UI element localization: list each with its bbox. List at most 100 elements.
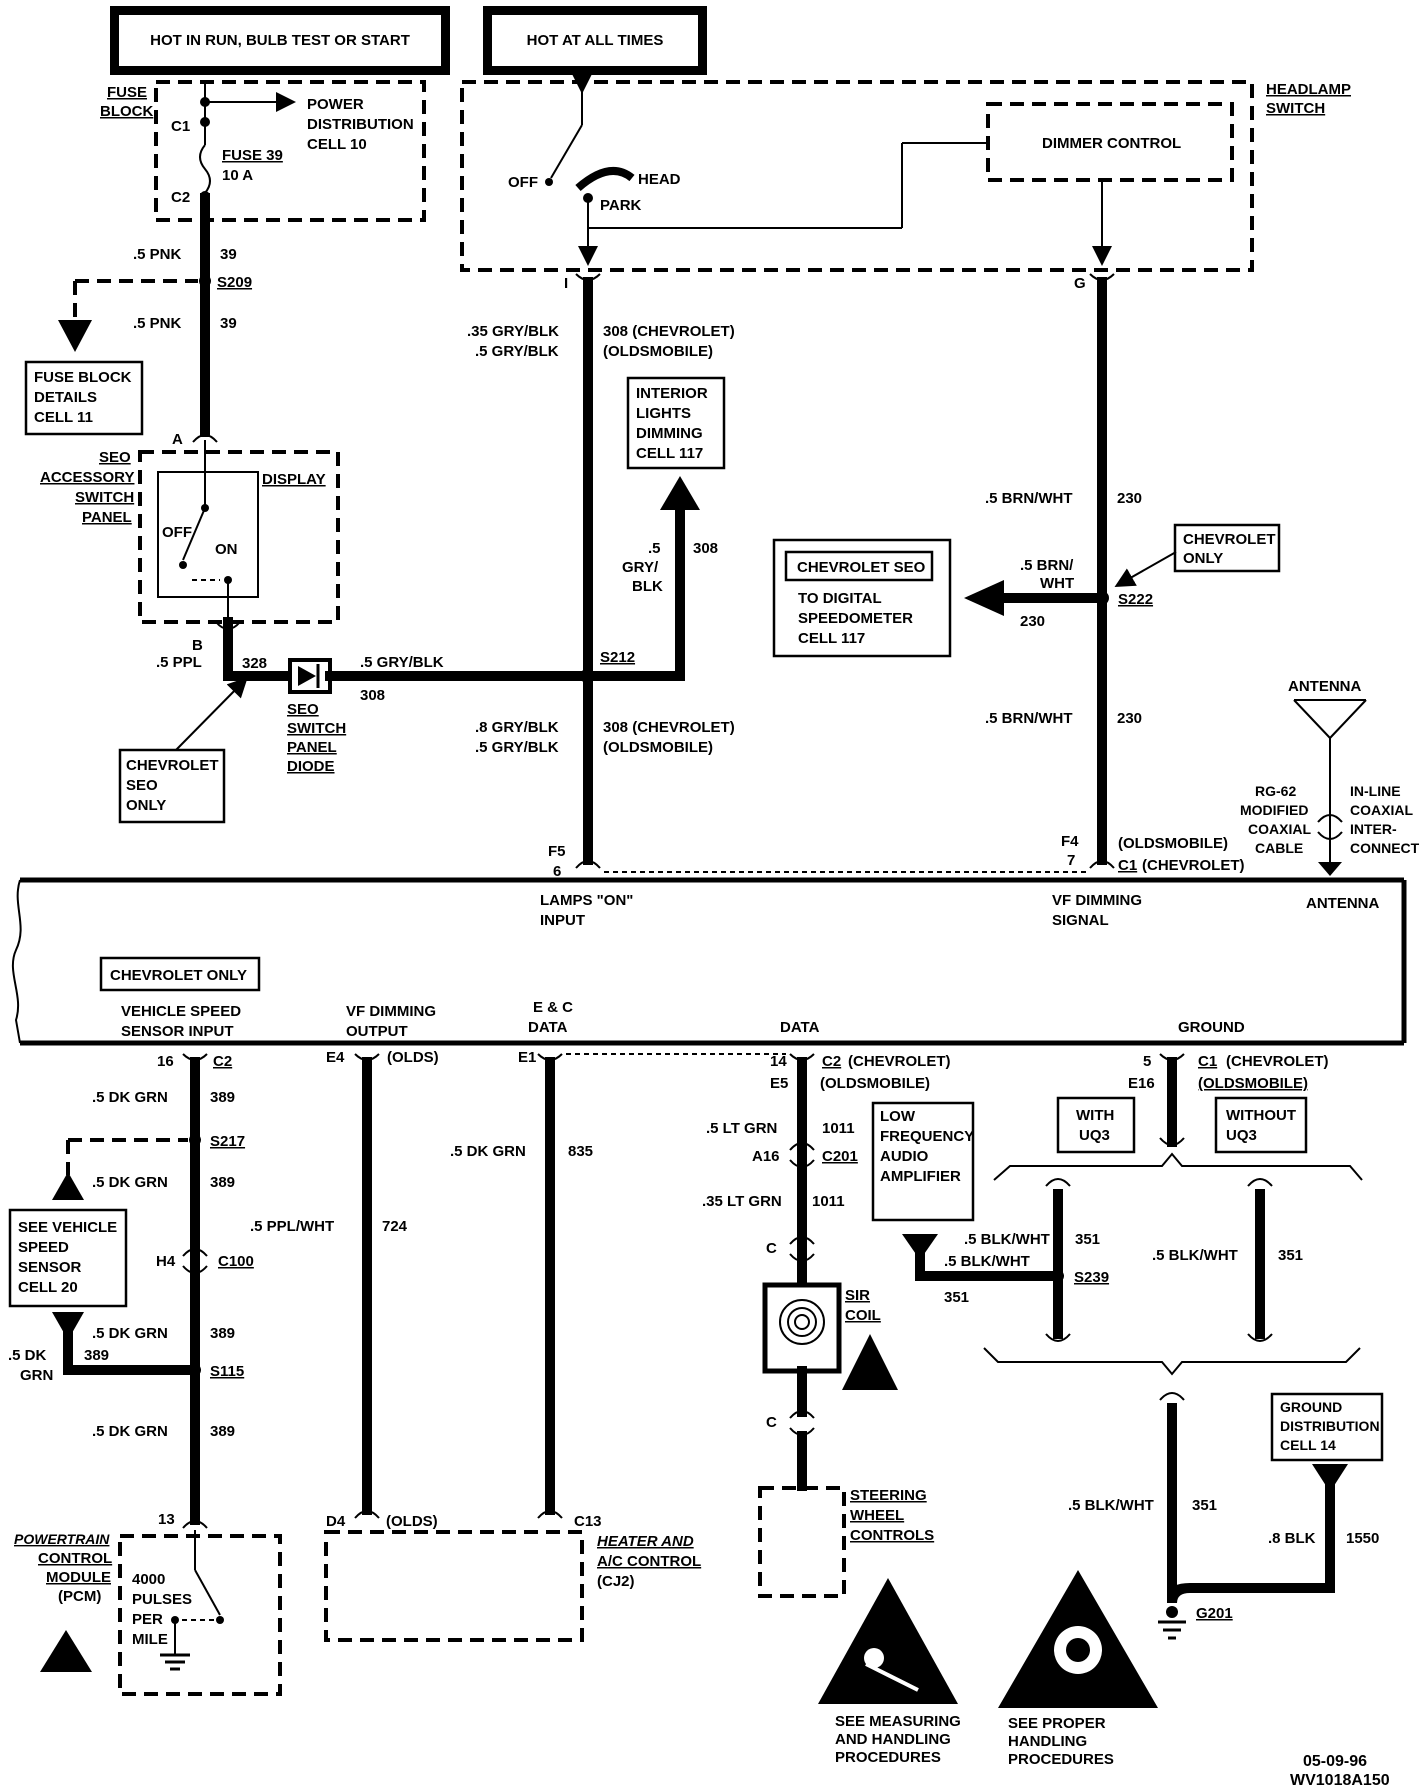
co-1: CHEVROLET xyxy=(1183,531,1276,548)
module-antenna: ANTENNA xyxy=(1306,895,1379,912)
gnd-c1: C1 xyxy=(1198,1053,1217,1070)
vss-in-1: VEHICLE SPEED xyxy=(121,1003,241,1020)
splice-s222: S222 xyxy=(1118,591,1153,608)
vss-p13: 13 xyxy=(158,1511,175,1528)
vss-s4: CELL 20 xyxy=(18,1279,78,1296)
fuse-block-label-1: FUSE xyxy=(107,84,147,101)
see-vss-box xyxy=(8,1208,128,1308)
hl-head: HEAD xyxy=(638,171,681,188)
seo-accessory-switch-panel: A SEO ACCESSORY SWITCH PANEL DISPLAY OFF… xyxy=(40,431,340,654)
pin-a: A xyxy=(172,431,183,448)
ground-g201: G201 xyxy=(1196,1605,1233,1622)
right-w3b: 230 xyxy=(1117,710,1142,727)
splice-s239: S239 xyxy=(1074,1269,1109,1286)
wire-pnk-2: .5 PNK xyxy=(133,315,182,332)
interior-lights-box xyxy=(626,376,726,470)
wire-gry-blk-num: 308 xyxy=(360,687,385,704)
vss-dk1: .5 DK xyxy=(8,1347,47,1364)
vfo-e4: E4 xyxy=(326,1049,345,1066)
vss-w3b: 389 xyxy=(210,1325,235,1342)
header-hot-at-all-times-text: HOT AT ALL TIMES xyxy=(526,32,664,49)
right-w3a: .5 BRN/WHT xyxy=(985,710,1073,727)
gnd-wd2: 351 xyxy=(1192,1497,1217,1514)
right-w2a: .5 BRN/ xyxy=(1020,557,1074,574)
note-seo: SEO xyxy=(126,777,158,794)
lf-1: LOW xyxy=(880,1108,916,1125)
wo-2: UQ3 xyxy=(1226,1127,1257,1144)
gnd-wr1: .5 BLK/WHT xyxy=(1152,1247,1238,1264)
vf-signal-1: VF DIMMING xyxy=(1052,892,1142,909)
lamps-on-2: INPUT xyxy=(540,912,585,929)
vss-w2b: 389 xyxy=(210,1174,235,1191)
with-1: WITH xyxy=(1076,1107,1114,1124)
g-1: .5 xyxy=(648,540,661,557)
vss-w4b: 389 xyxy=(210,1423,235,1440)
vss-w2a: .5 DK GRN xyxy=(92,1174,168,1191)
seo-panel-2: ACCESSORY xyxy=(40,469,134,486)
il-4: CELL 117 xyxy=(636,445,703,462)
vfo-wb: 724 xyxy=(382,1218,408,1235)
data-w1b: 1011 xyxy=(822,1120,855,1137)
right-w1a: .5 BRN/WHT xyxy=(985,490,1073,507)
g-3: BLK xyxy=(632,578,663,595)
mid-b3: 308 (CHEVROLET) xyxy=(603,719,735,736)
vss-c2: C2 xyxy=(213,1053,232,1070)
splice-s217: S217 xyxy=(210,1133,245,1150)
vss-w1a: .5 DK GRN xyxy=(92,1089,168,1106)
diode-label-3: PANEL xyxy=(287,739,337,756)
lf-4: AMPLIFIER xyxy=(880,1168,961,1185)
gnd-wa1: .5 BLK/WHT xyxy=(964,1231,1050,1248)
power-dist-2: DISTRIBUTION xyxy=(307,116,414,133)
header-hot-at-all-times: HOT AT ALL TIMES xyxy=(483,6,707,75)
seo-panel-4: PANEL xyxy=(82,509,132,526)
in-3: INTER- xyxy=(1350,821,1397,837)
sp-2: SPEEDOMETER xyxy=(798,610,913,627)
headlamp-2: SWITCH xyxy=(1266,100,1325,117)
esd-warning-icon xyxy=(40,1630,92,1672)
vss-s3: SENSOR xyxy=(18,1259,82,1276)
sir-2: COIL xyxy=(845,1307,881,1324)
seo-off: OFF xyxy=(162,524,192,541)
headlamp-switch: HEADLAMP SWITCH DIMMER CONTROL OFF HEAD … xyxy=(460,74,1351,292)
gnd-bk1: .8 BLK xyxy=(1268,1530,1316,1547)
sp-3: CELL 117 xyxy=(798,630,865,647)
data-c-b: C xyxy=(766,1414,777,1431)
fuse-block-details-box xyxy=(24,360,144,436)
seo-panel-1: SEO xyxy=(99,449,131,466)
seo-title: CHEVROLET SEO xyxy=(797,559,926,576)
rg-4: CABLE xyxy=(1255,840,1303,856)
ecd-h2: A/C CONTROL xyxy=(597,1553,701,1570)
fuse-block: FUSE BLOCK C1 C2 FUSE 39 10 A POWER DIST… xyxy=(100,80,426,222)
fuse-details-3: CELL 11 xyxy=(34,409,93,426)
without-uq3-box xyxy=(1214,1096,1308,1154)
chevrolet-seo-only-note xyxy=(118,748,226,824)
mid-b4: (OLDSMOBILE) xyxy=(603,739,713,756)
il-3: DIMMING xyxy=(636,425,703,442)
ground-distribution-box xyxy=(1270,1392,1384,1462)
rg-3: COAXIAL xyxy=(1248,821,1311,837)
gnd-wc: 351 xyxy=(944,1289,969,1306)
data-chev: (CHEVROLET) xyxy=(848,1053,951,1070)
note-only: ONLY xyxy=(126,797,166,814)
vfo-2: OUTPUT xyxy=(346,1023,408,1040)
fuse-39: FUSE 39 xyxy=(222,147,283,164)
lf-3: AUDIO xyxy=(880,1148,929,1165)
vss-s2: SPEED xyxy=(18,1239,69,1256)
mid-a3: .8 GRY/BLK xyxy=(475,719,559,736)
pcm-4: (PCM) xyxy=(58,1588,101,1605)
wire-pnk-2-num: 39 xyxy=(220,315,237,332)
diode-label-1: SEO xyxy=(287,701,319,718)
pin-f4: F4 xyxy=(1061,833,1079,850)
footer-code: WV1018A150 xyxy=(1290,1772,1390,1788)
pu-3: PER xyxy=(132,1611,163,1628)
r-olds: (OLDSMOBILE) xyxy=(1118,835,1228,852)
right-w2c: 230 xyxy=(1020,613,1045,630)
seo-panel-3: SWITCH xyxy=(75,489,134,506)
pcm-2: CONTROL xyxy=(38,1550,112,1567)
ec-1: E & C xyxy=(533,999,573,1016)
vfo-olds2: (OLDS) xyxy=(386,1513,438,1530)
gnd-olds: (OLDSMOBILE) xyxy=(1198,1075,1308,1092)
heater-ac-control-box xyxy=(324,1530,584,1642)
header-hot-in-run-text: HOT IN RUN, BULB TEST OR START xyxy=(150,32,410,49)
power-dist-3: CELL 10 xyxy=(307,136,367,153)
